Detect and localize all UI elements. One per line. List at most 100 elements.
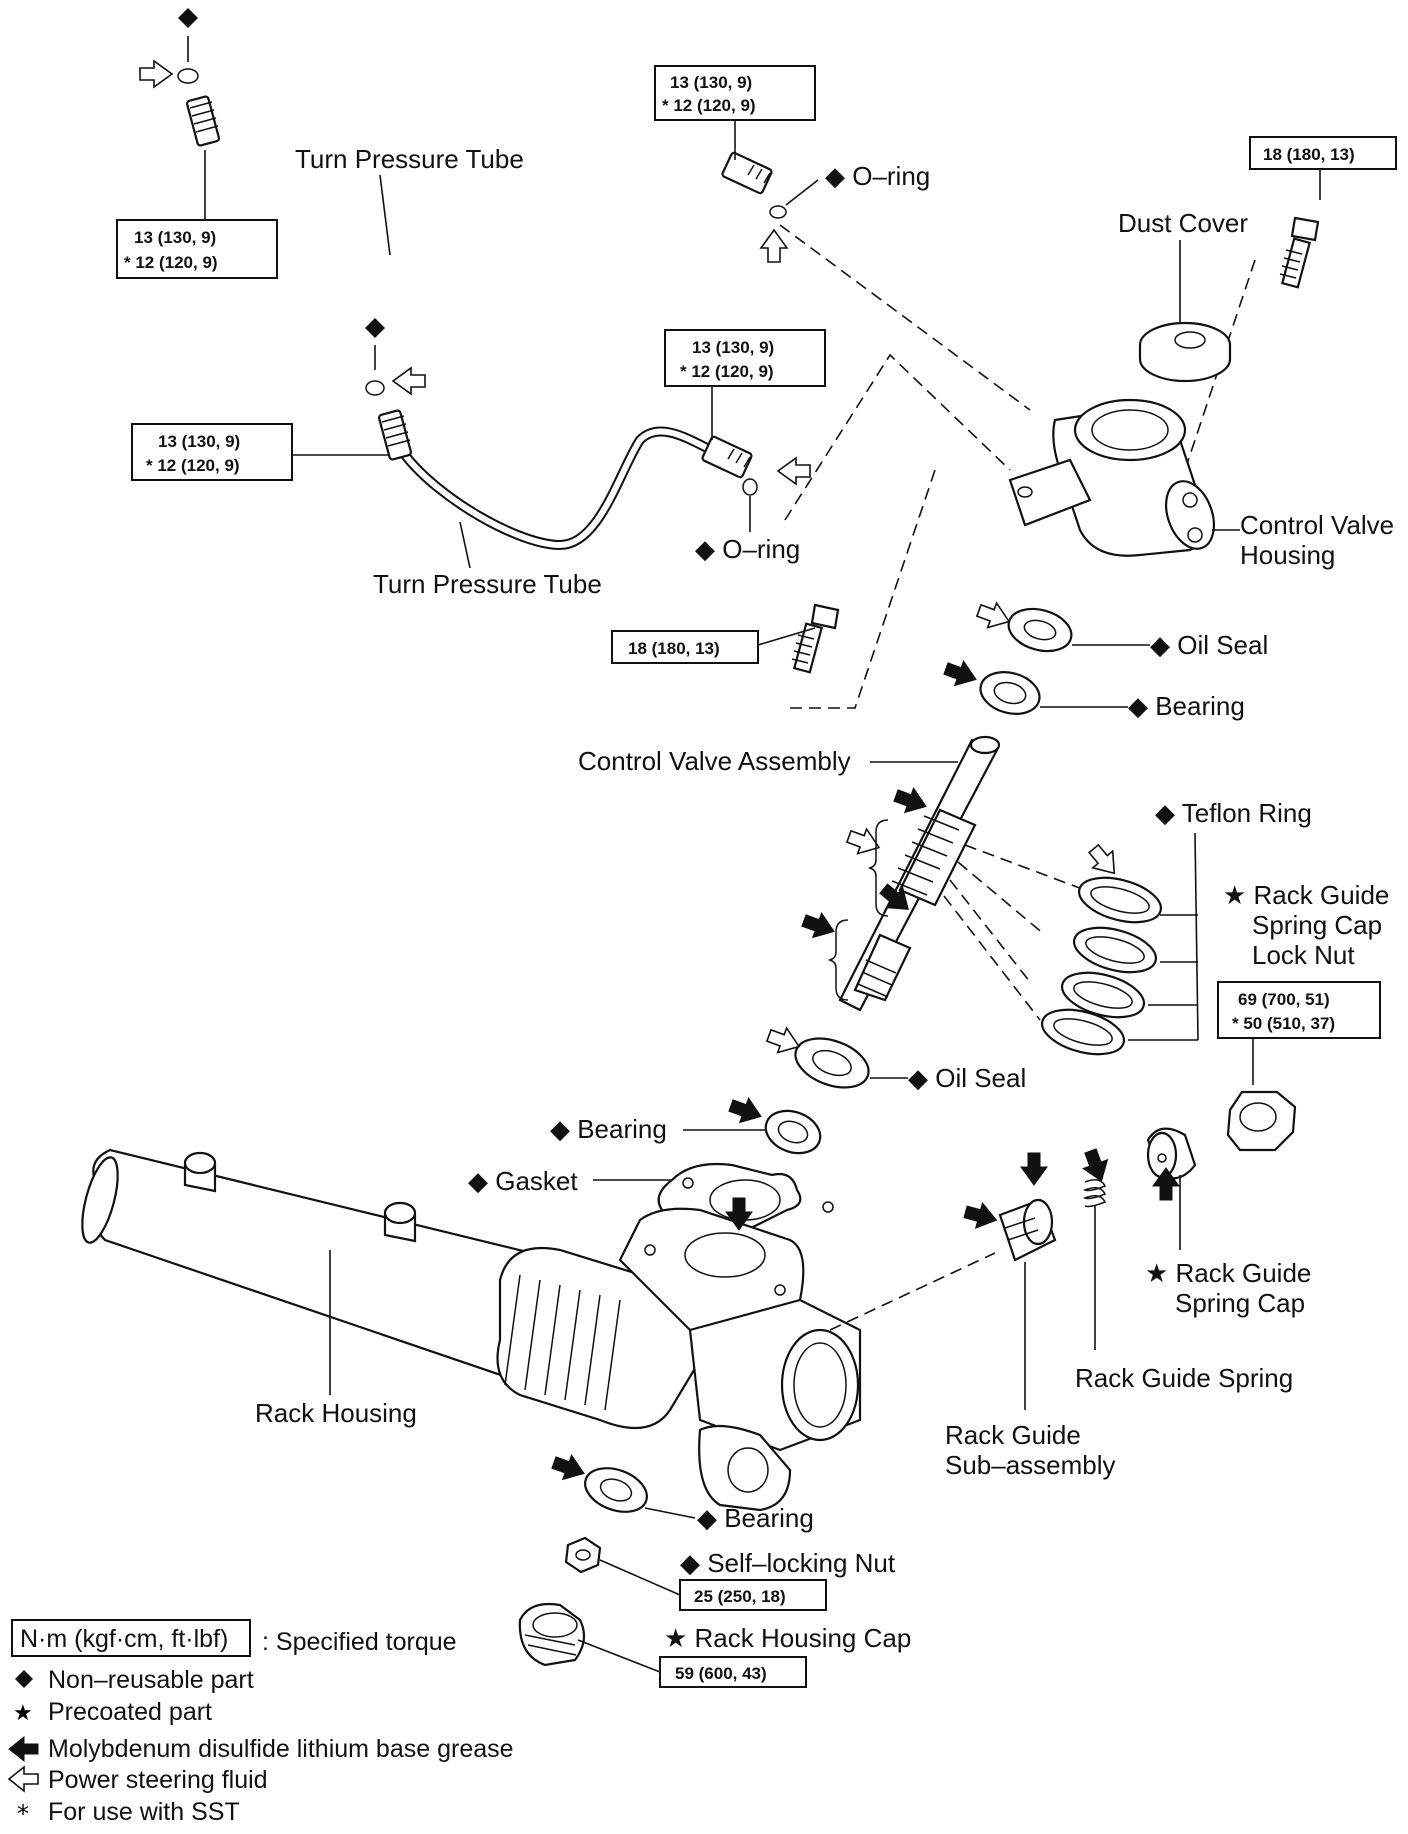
- legend-grease: Molybdenum disulfide lithium base grease: [48, 1735, 514, 1763]
- torque-box-tube1-top: 13 (130, 9) * 12 (120, 9): [654, 65, 816, 160]
- solid-arrow-icon: [963, 1201, 998, 1229]
- oil-seal-upper: ◆ Oil Seal: [975, 601, 1268, 660]
- bearing-middle: ◆ Bearing: [550, 1097, 822, 1155]
- legend-fluid: Power steering fluid: [48, 1766, 268, 1794]
- solid-arrow-icon: [801, 912, 835, 939]
- label-rack-guide-spring-cap-1: ★ Rack Guide: [1145, 1258, 1311, 1288]
- torque-box-tube1-left: 13 (130, 9) * 12 (120, 9): [116, 150, 278, 279]
- asterisk-icon: *: [17, 1800, 29, 1828]
- hollow-arrow-icon: [759, 228, 789, 263]
- label-bearing-1: ◆ Bearing: [1128, 691, 1245, 721]
- label-lock-nut-1: ★ Rack Guide: [1223, 880, 1389, 910]
- label-control-valve-housing-2: Housing: [1240, 540, 1335, 570]
- svg-text:59 (600, 43): 59 (600, 43): [675, 1664, 767, 1683]
- label-turn-pressure-tube-1: Turn Pressure Tube: [295, 144, 524, 174]
- rack-guide-spring: Rack Guide Spring: [1075, 1148, 1293, 1393]
- svg-text:13 (130, 9): 13 (130, 9): [134, 228, 216, 247]
- label-bearing-2: ◆ Bearing: [550, 1114, 667, 1144]
- star-icon: ★: [13, 1701, 33, 1726]
- label-lock-nut-3: Lock Nut: [1252, 940, 1355, 970]
- label-control-valve-housing-1: Control Valve: [1240, 510, 1394, 540]
- hollow-arrow-icon: [776, 456, 811, 486]
- torque-box-tube2-left: 13 (130, 9) * 12 (120, 9): [131, 423, 390, 481]
- solid-arrow-icon: [1082, 1148, 1109, 1182]
- label-o-ring-1: ◆ O–ring: [825, 161, 930, 191]
- label-o-ring-2: ◆ O–ring: [695, 534, 800, 564]
- legend: N·m (kgf·cm, ft·lbf) : Specified torque …: [7, 1619, 514, 1828]
- diamond-icon: [365, 318, 385, 338]
- label-gasket: ◆ Gasket: [468, 1166, 578, 1196]
- legend-non-reusable: Non–reusable part: [48, 1666, 254, 1694]
- rack-guide-spring-cap: ★ Rack Guide Spring Cap: [1145, 1127, 1311, 1318]
- bearing-lower: ◆ Bearing: [551, 1454, 814, 1533]
- svg-text:13 (130, 9): 13 (130, 9): [158, 432, 240, 451]
- label-self-locking-nut: ◆ Self–locking Nut: [680, 1548, 896, 1578]
- svg-text:13 (130, 9): 13 (130, 9): [692, 338, 774, 357]
- svg-text:* 12 (120, 9): * 12 (120, 9): [680, 362, 774, 381]
- solid-arrow-icon: [879, 883, 909, 910]
- solid-arrow-icon: [1020, 1152, 1048, 1186]
- label-oil-seal-1: ◆ Oil Seal: [1150, 630, 1268, 660]
- rack-housing: Rack Housing: [81, 1148, 996, 1512]
- self-locking-nut: ◆ Self–locking Nut 25 (250, 18): [564, 1536, 896, 1611]
- svg-text:25 (250, 18): 25 (250, 18): [694, 1587, 786, 1606]
- label-rack-guide-spring: Rack Guide Spring: [1075, 1363, 1293, 1393]
- label-oil-seal-2: ◆ Oil Seal: [908, 1063, 1026, 1093]
- legend-sst: For use with SST: [48, 1798, 240, 1826]
- oring-lower-right: ◆ O–ring: [695, 456, 811, 564]
- diamond-icon: [15, 1670, 33, 1688]
- label-rack-guide-spring-cap-2: Spring Cap: [1175, 1288, 1305, 1318]
- solid-arrow-icon: [943, 660, 977, 687]
- label-rack-housing-cap: ★ Rack Housing Cap: [664, 1623, 911, 1653]
- top-left-oring: [139, 8, 199, 89]
- dust-cover: Dust Cover: [1118, 208, 1248, 383]
- lock-nut-group: ★ Rack Guide Spring Cap Lock Nut 69 (700…: [1217, 880, 1389, 1152]
- svg-text:13 (130, 9): 13 (130, 9): [670, 73, 752, 92]
- label-lock-nut-2: Spring Cap: [1252, 910, 1382, 940]
- hollow-arrow-icon: [1087, 843, 1116, 875]
- solid-arrow-icon: [8, 1735, 39, 1763]
- diamond-icon: [178, 8, 198, 28]
- bolt-mid: 18 (180, 13): [611, 603, 840, 674]
- bolt-top-right: 18 (180, 13): [1249, 136, 1397, 289]
- torque-box-tube2-top: 13 (130, 9) * 12 (120, 9): [664, 329, 826, 440]
- oring-upper-right: ◆ O–ring: [759, 161, 930, 263]
- solid-arrow-icon: [893, 787, 927, 814]
- turn-pressure-tube-upper: [185, 95, 773, 319]
- svg-text:* 50 (510, 37): * 50 (510, 37): [1232, 1014, 1335, 1033]
- svg-text:18 (180, 13): 18 (180, 13): [628, 639, 720, 658]
- svg-text:* 12 (120, 9): * 12 (120, 9): [124, 253, 218, 272]
- label-rack-housing: Rack Housing: [255, 1398, 417, 1428]
- rack-guide-sub-assembly: Rack Guide Sub–assembly: [945, 1152, 1116, 1480]
- control-valve-assembly: Control Valve Assembly: [578, 735, 1086, 1021]
- hollow-arrow-icon: [7, 1765, 39, 1793]
- svg-text:18 (180, 13): 18 (180, 13): [1263, 145, 1355, 164]
- legend-torque-box: N·m (kgf·cm, ft·lbf): [20, 1625, 228, 1653]
- svg-text:* 12 (120, 9): * 12 (120, 9): [662, 96, 756, 115]
- svg-text:* 12 (120, 9): * 12 (120, 9): [146, 456, 240, 475]
- label-turn-pressure-tube-2: Turn Pressure Tube: [373, 569, 602, 599]
- label-rack-guide-sub-2: Sub–assembly: [945, 1450, 1116, 1480]
- solid-arrow-icon: [551, 1454, 585, 1481]
- turn-pressure-tube-lower: [377, 409, 753, 551]
- hollow-arrow-icon: [845, 827, 881, 855]
- hollow-arrow-icon: [975, 601, 1011, 629]
- label-teflon-ring: ◆ Teflon Ring: [1155, 798, 1312, 828]
- teflon-rings: ◆ Teflon Ring: [1041, 798, 1312, 1056]
- label-control-valve-assembly: Control Valve Assembly: [578, 746, 851, 776]
- rack-housing-cap: ★ Rack Housing Cap 59 (600, 43): [518, 1602, 911, 1688]
- oil-seal-lower: ◆ Oil Seal: [765, 1026, 1026, 1093]
- legend-torque-desc: : Specified torque: [262, 1628, 457, 1656]
- control-valve-housing: Control Valve Housing: [1008, 398, 1394, 570]
- hollow-arrow-icon: [765, 1026, 801, 1054]
- mid-left-oring: [365, 318, 426, 396]
- solid-arrow-icon: [1152, 1167, 1180, 1201]
- label-bearing-3: ◆ Bearing: [697, 1503, 814, 1533]
- hollow-arrow-icon: [139, 59, 174, 89]
- label-dust-cover: Dust Cover: [1118, 208, 1248, 238]
- legend-precoated: Precoated part: [48, 1698, 212, 1726]
- bearing-upper: ◆ Bearing: [943, 660, 1245, 721]
- label-rack-guide-sub-1: Rack Guide: [945, 1420, 1081, 1450]
- solid-arrow-icon: [725, 1197, 753, 1231]
